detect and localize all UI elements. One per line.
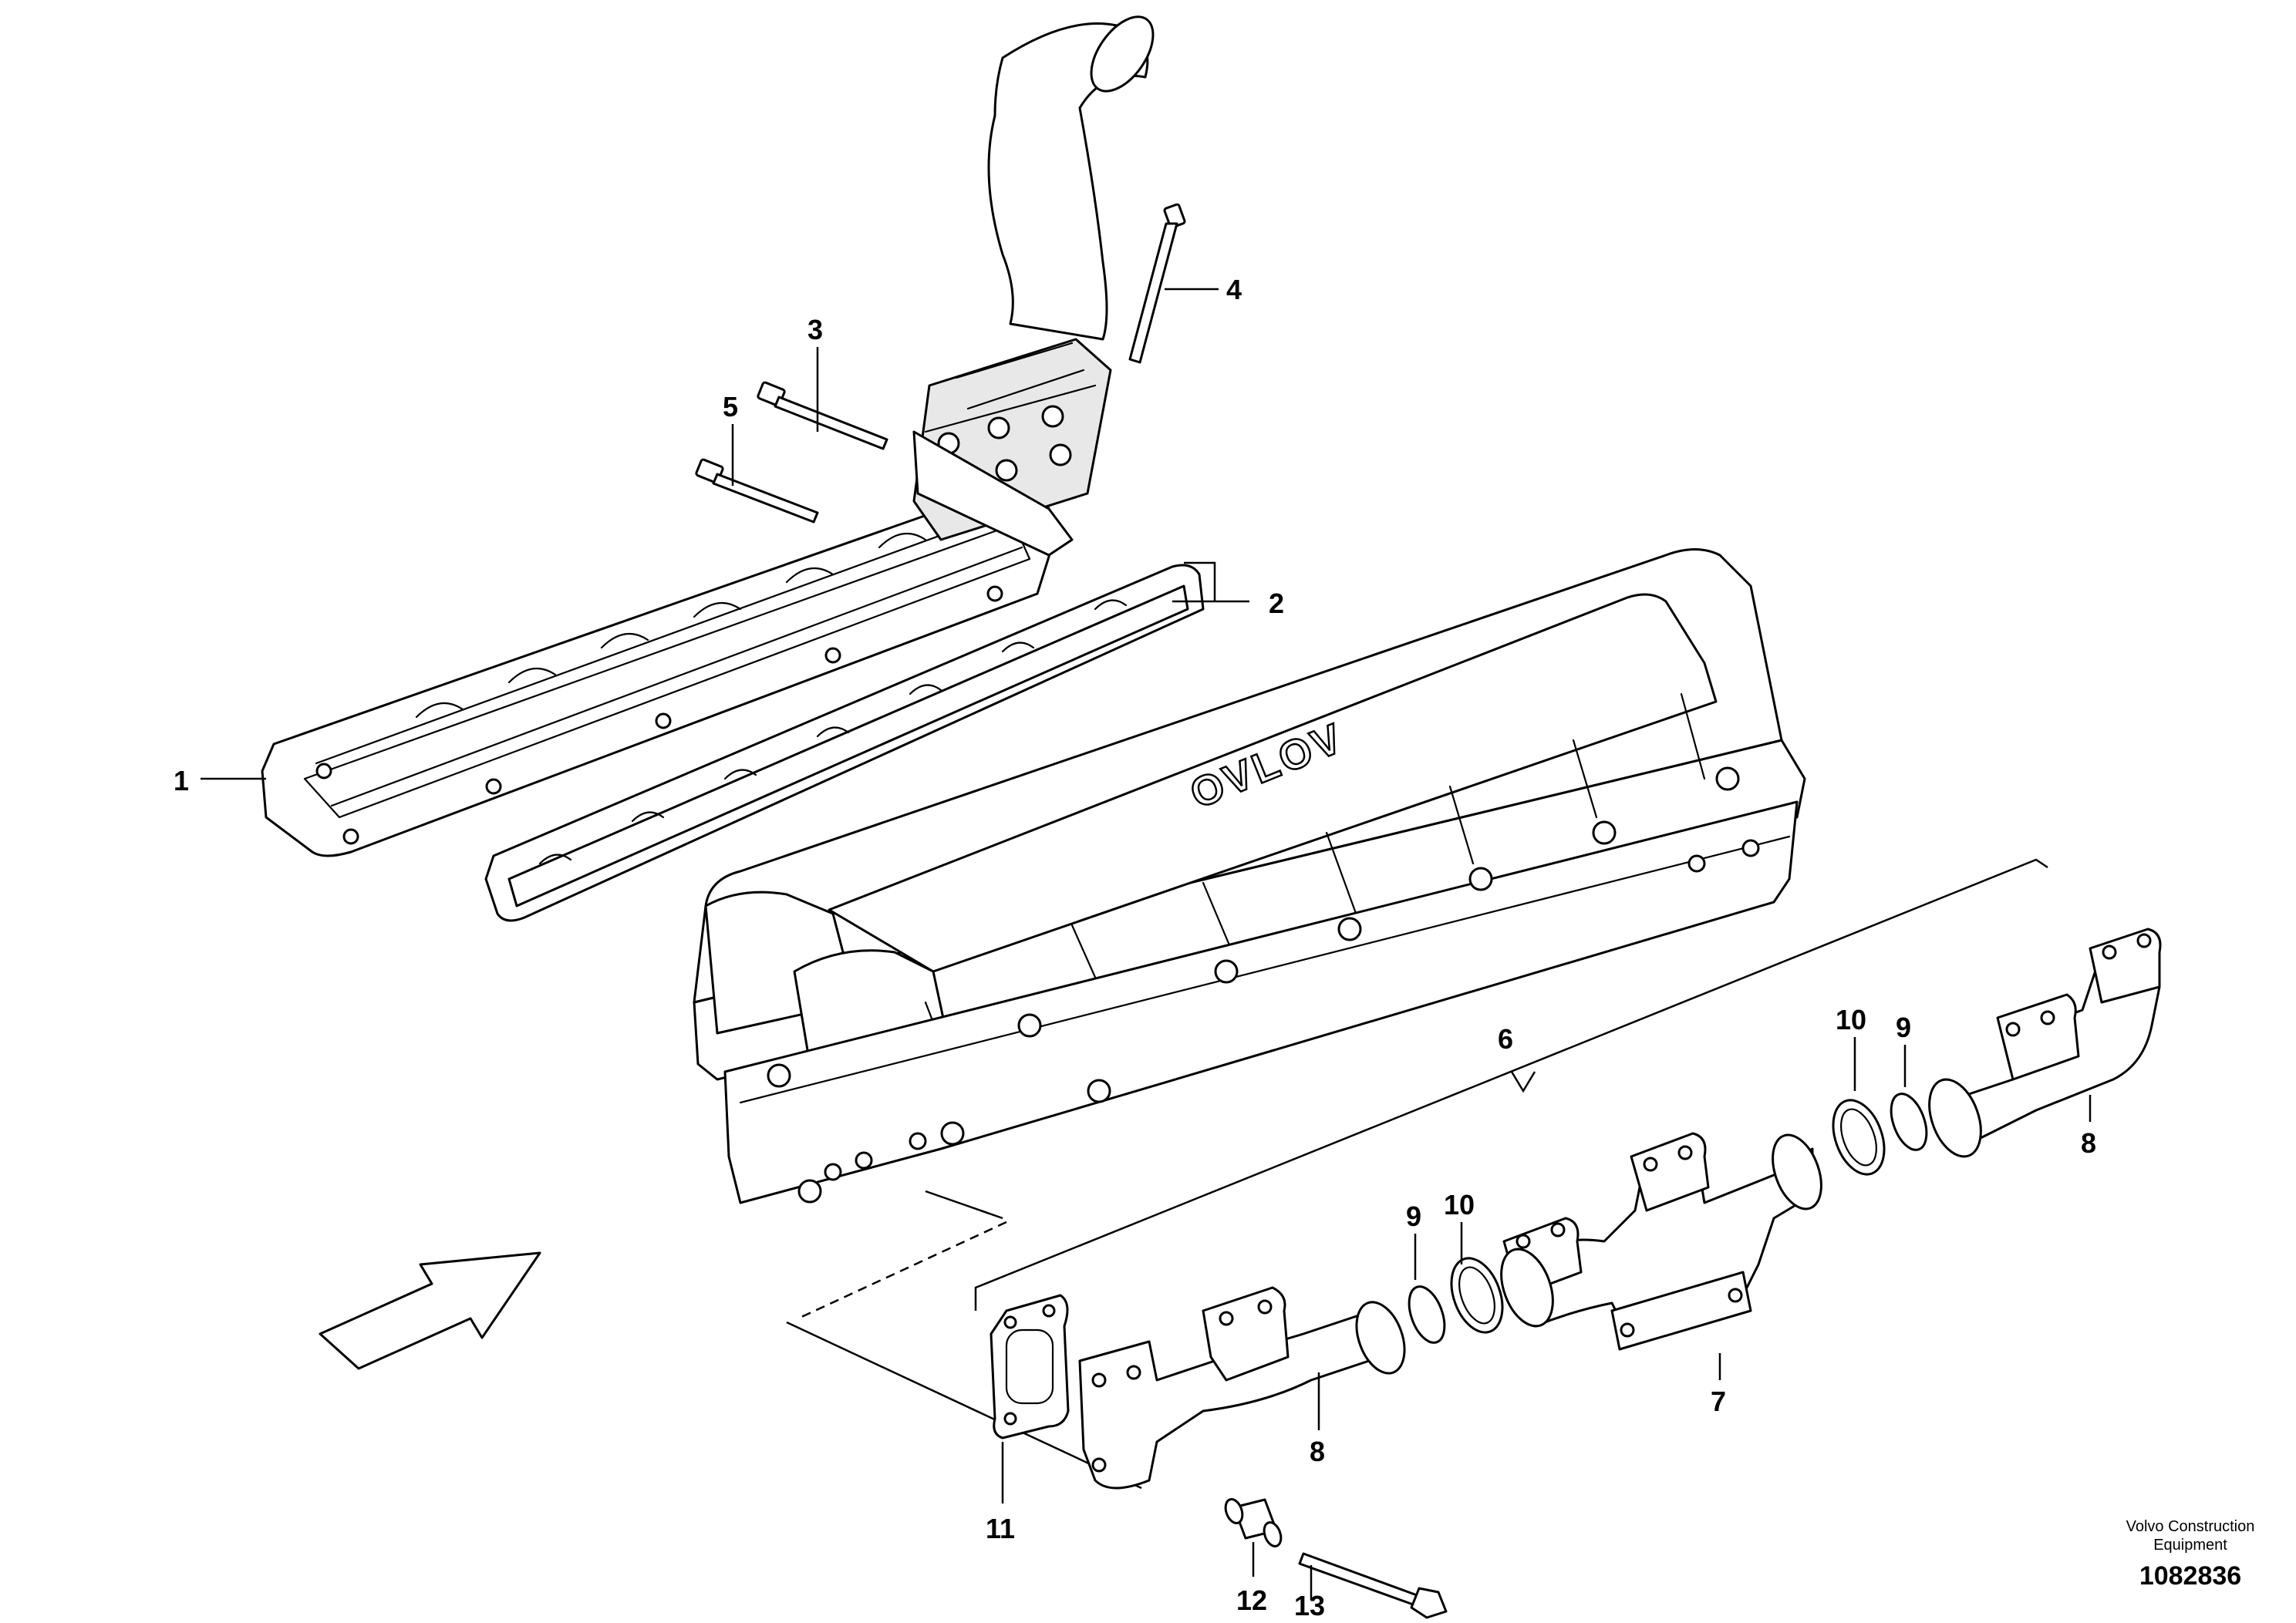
bolt-13 [1298,1552,1448,1619]
callout-5: 5 [723,391,738,423]
bolt-3 [757,381,888,450]
drawing-number: 1082836 [2139,1561,2241,1591]
exhaust-manifold-centre-7 [1500,1132,1822,1351]
callout-8-rear: 8 [2081,1127,2096,1159]
valve-cover: OVLOV [693,548,1806,1204]
clamp-bolts [937,405,1072,493]
bolt-4 [1128,203,1186,364]
brand-line-2: Equipment [2153,1537,2227,1554]
exhaust-manifold-front-8 [1078,1286,1406,1490]
callout-12: 12 [1236,1584,1267,1616]
callout-8-front: 8 [1310,1436,1325,1467]
callout-labels: 1 2 3 4 5 6 7 8 8 9 9 10 10 11 12 13 [174,274,2096,1621]
seal-ring-9-front [1408,1285,1446,1344]
callout-1: 1 [174,765,189,796]
inlet-pipe [912,15,1155,557]
exhaust-gasket-11 [990,1294,1070,1439]
seal-ring-9-rear [1890,1093,1928,1151]
callout-10-front: 10 [1444,1189,1475,1221]
brand-line-1: Volvo Construction [2126,1518,2255,1535]
sealing-sleeve-10-rear [1832,1099,1886,1176]
callout-7: 7 [1711,1386,1726,1417]
callout-3: 3 [807,314,823,345]
callout-2: 2 [1269,588,1284,619]
exhaust-manifold-rear-8 [1928,928,2162,1158]
group-bracket-6 [974,858,2048,1311]
callout-9-rear: 9 [1896,1012,1911,1043]
leader-lines [201,288,2092,1600]
sealing-sleeve-10-front [1450,1257,1504,1334]
direction-arrow [319,1251,541,1370]
callout-6: 6 [1498,1023,1513,1055]
spacer-sleeve-12 [1224,1498,1283,1547]
manifold-gasket [484,564,1205,922]
callout-13: 13 [1294,1590,1325,1621]
callout-10-rear: 10 [1836,1004,1866,1035]
callout-9-front: 9 [1406,1200,1421,1232]
callout-4: 4 [1226,274,1242,305]
cover-bolts [767,766,1760,1204]
callout-11: 11 [986,1513,1015,1544]
bolt-5 [695,458,819,524]
inlet-manifold [261,483,1058,857]
